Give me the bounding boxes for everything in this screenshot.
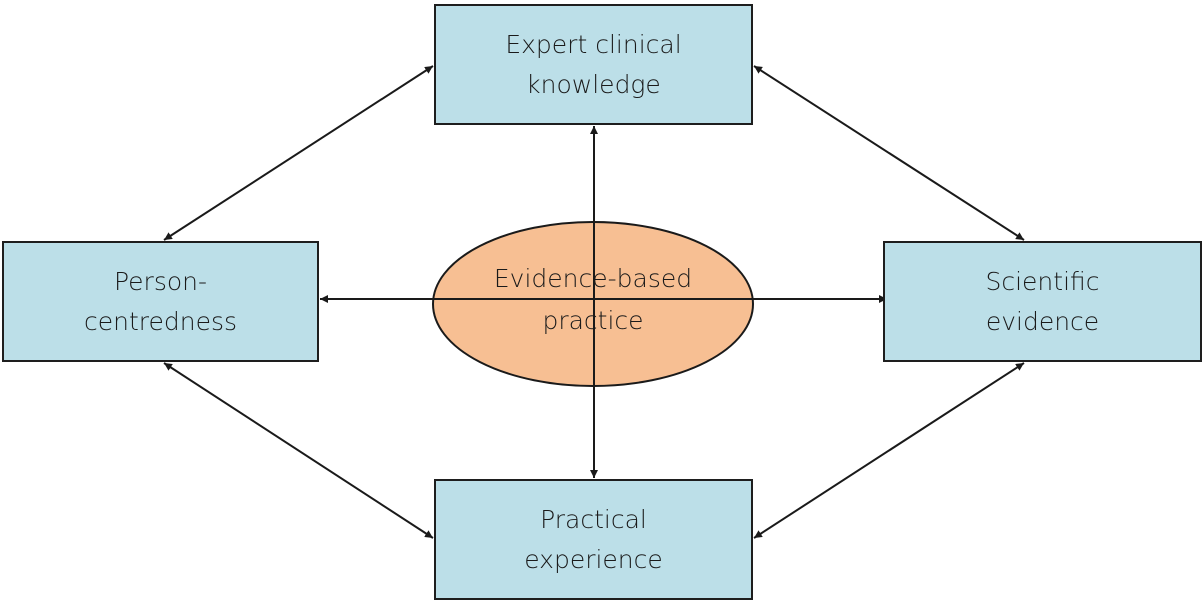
- node-label: Scientific evidence: [985, 266, 1100, 336]
- node-scientific-evidence: Scientific evidence: [883, 241, 1202, 362]
- node-label: Expert clinical knowledge: [505, 29, 682, 99]
- node-label: Practical experience: [524, 504, 663, 574]
- arrow-bottom-right: [753, 362, 1025, 539]
- node-person-centredness: Person- centredness: [2, 241, 319, 362]
- center-label: Evidence-based practice: [493, 264, 693, 335]
- arrow-top-left: [163, 65, 434, 241]
- arrow-top-right: [753, 65, 1025, 241]
- node-practical-experience: Practical experience: [434, 479, 753, 600]
- node-expert-clinical-knowledge: Expert clinical knowledge: [434, 4, 753, 125]
- arrow-bottom-left: [163, 362, 434, 539]
- node-label: Person- centredness: [83, 266, 238, 336]
